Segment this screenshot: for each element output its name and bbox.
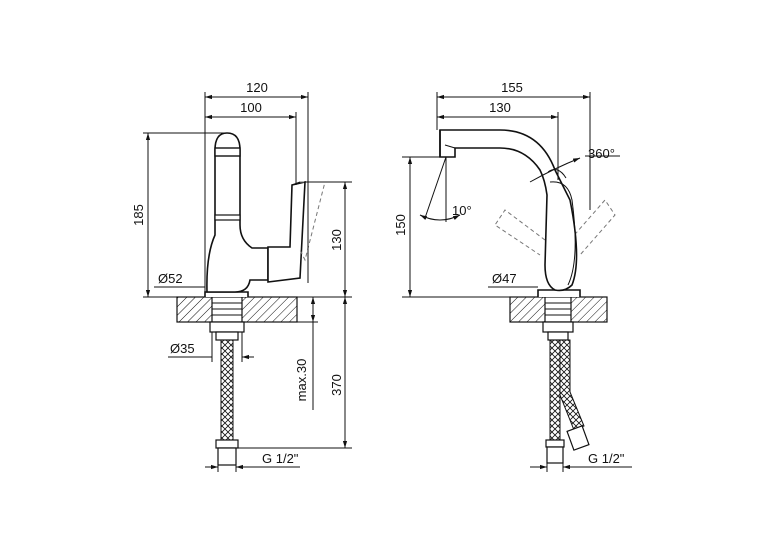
left-dim-base-diameter: Ø52: [158, 271, 183, 286]
right-dim-rotation: 360°: [588, 146, 615, 161]
right-faucet-body: [439, 129, 578, 292]
left-faucet-body: [206, 132, 269, 293]
right-dim-reach-total: 155: [501, 80, 523, 95]
right-hose-fitting: [546, 446, 564, 464]
left-dim-shank-diameter: Ø35: [170, 341, 195, 356]
left-handle: [267, 180, 306, 283]
left-dim-width-spout: 100: [240, 100, 262, 115]
left-dim-max-thickness: max.30: [294, 359, 309, 402]
left-view: 120 100 185 130 Ø52 Ø35 max.30 370: [131, 80, 352, 472]
right-hose-left: [549, 339, 561, 441]
right-hose-right: [559, 339, 585, 431]
left-dim-hose-length: 370: [329, 374, 344, 396]
right-dim-thread: G 1/2": [588, 451, 625, 466]
right-dim-base-diameter: Ø47: [492, 271, 517, 286]
right-dim-angle: 10°: [452, 203, 472, 218]
left-dim-height-handle: 130: [329, 229, 344, 251]
right-view: 155 130 360° 150 10° Ø47 G 1/2": [393, 80, 632, 472]
left-hose-fitting: [215, 439, 239, 449]
right-dim-height: 150: [393, 214, 408, 236]
left-dim-width-total: 120: [246, 80, 268, 95]
left-hose: [220, 339, 234, 441]
left-aerator: [214, 147, 241, 157]
left-dim-thread: G 1/2": [262, 451, 299, 466]
left-dim-height-total: 185: [131, 204, 146, 226]
right-dim-reach-spout: 130: [489, 100, 511, 115]
left-nut: [209, 321, 245, 333]
